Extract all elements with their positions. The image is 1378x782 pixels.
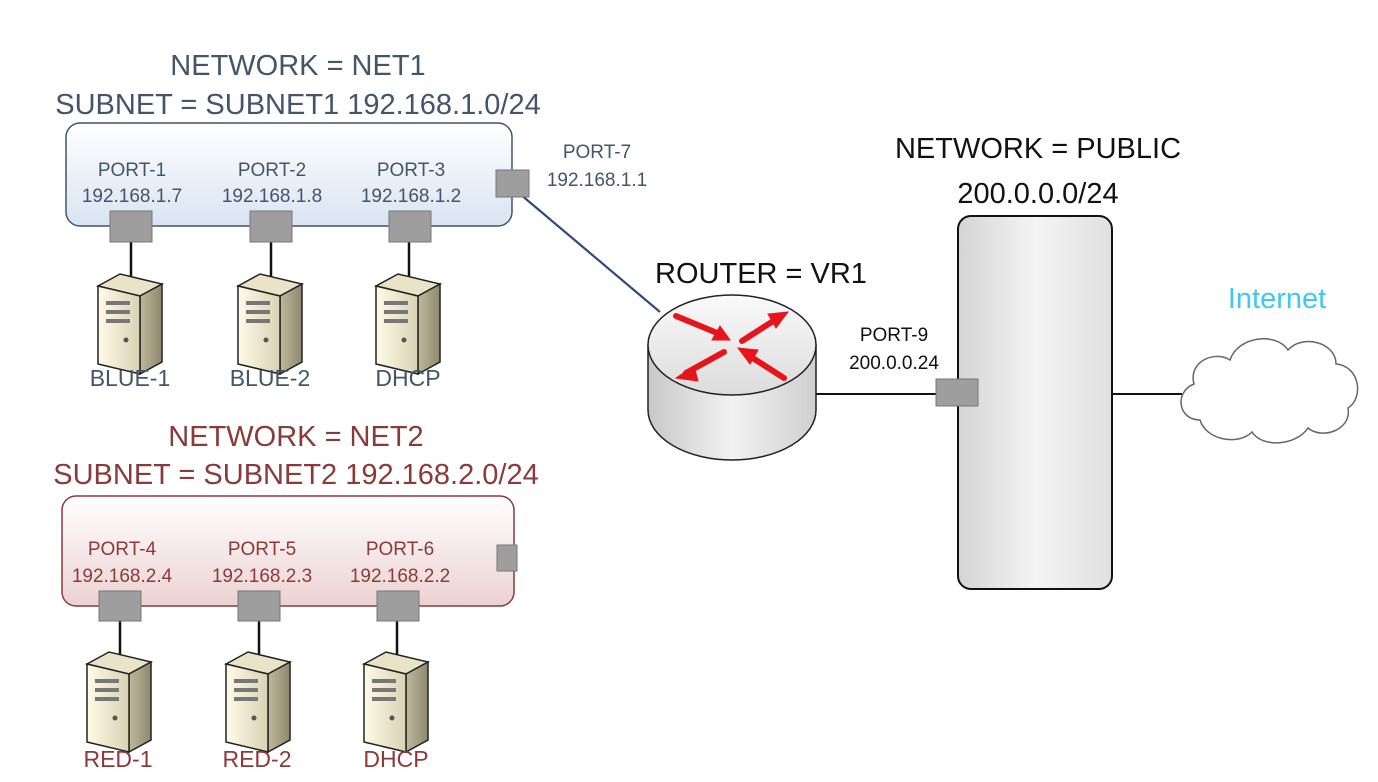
server-tower-icon [237, 273, 303, 375]
net1-port-2-ip: 192.168.1.8 [222, 186, 322, 207]
host-red-2: RED-2 [222, 746, 291, 772]
port-7-ip: 192.168.1.1 [547, 170, 647, 191]
net2-router-port-square [496, 544, 518, 572]
router-icon [647, 294, 817, 461]
net2-port-4-name: PORT-4 [88, 539, 157, 560]
internet-label: Internet [1228, 283, 1326, 315]
net1-port-3-square [388, 210, 432, 243]
server-tower-icon [97, 273, 163, 375]
net2-title: NETWORK = NET2 [168, 421, 423, 453]
server-tower-icon [363, 651, 429, 753]
host-red-1: RED-1 [83, 746, 152, 772]
net2-port-4-ip: 192.168.2.4 [72, 566, 173, 587]
link-net1-router [519, 193, 661, 313]
net1-router-port-square [495, 169, 530, 198]
net1-port-3-ip: 192.168.1.2 [361, 186, 461, 207]
host-blue-2: BLUE-2 [230, 365, 311, 391]
net1-port-1-square [109, 210, 153, 243]
public-network-box [957, 215, 1113, 590]
port-9-ip: 200.0.0.24 [849, 353, 939, 374]
net2-port-6-square [376, 590, 420, 622]
net1-port-1-name: PORT-1 [98, 160, 166, 181]
port-9-square [935, 378, 979, 407]
net2-port-4-square [98, 590, 142, 622]
public-title: NETWORK = PUBLIC [895, 133, 1181, 165]
host-blue-1: BLUE-1 [90, 365, 171, 391]
cloud-icon [1180, 338, 1359, 444]
net1-subnet: SUBNET = SUBNET1 192.168.1.0/24 [55, 89, 540, 121]
net2-port-6-ip: 192.168.2.2 [350, 566, 450, 587]
server-tower-icon [86, 651, 152, 753]
router-label: ROUTER = VR1 [655, 258, 867, 290]
net2-port-6-name: PORT-6 [366, 539, 434, 560]
net1-title: NETWORK = NET1 [170, 50, 425, 82]
server-tower-icon [375, 273, 441, 375]
public-cidr: 200.0.0.0/24 [957, 178, 1118, 210]
net2-subnet: SUBNET = SUBNET2 192.168.2.0/24 [53, 459, 538, 491]
net1-port-2-square [249, 210, 293, 243]
net1-port-3-name: PORT-3 [377, 160, 445, 181]
port-9-name: PORT-9 [860, 325, 928, 346]
host-dhcp-net2: DHCP [363, 746, 428, 772]
net1-port-1-ip: 192.168.1.7 [82, 186, 182, 207]
host-dhcp-net1: DHCP [375, 365, 440, 391]
net2-port-5-name: PORT-5 [228, 539, 296, 560]
port-7-name: PORT-7 [563, 142, 631, 163]
server-tower-icon [225, 651, 291, 753]
net1-port-2-name: PORT-2 [238, 160, 306, 181]
net2-port-5-square [237, 590, 281, 622]
net2-port-5-ip: 192.168.2.3 [212, 566, 312, 587]
